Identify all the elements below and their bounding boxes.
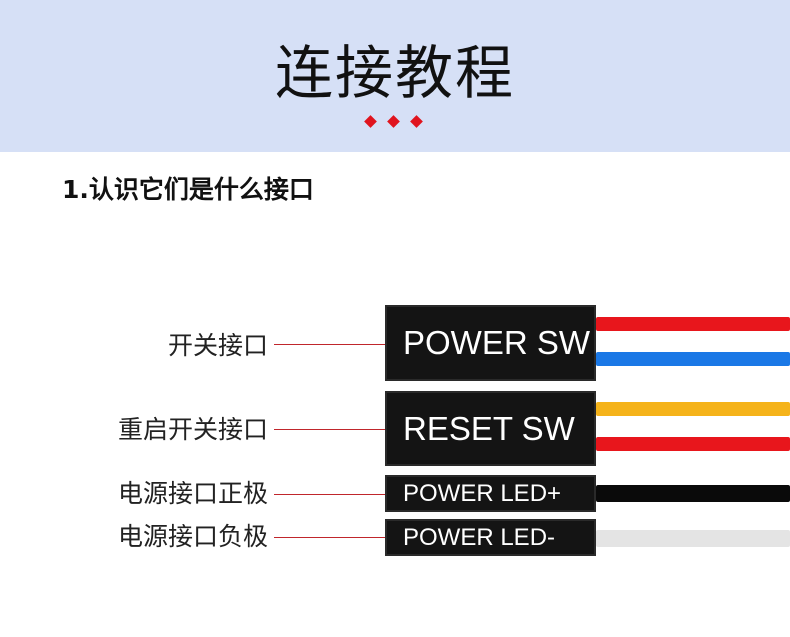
- connector-housing: POWER LED-: [385, 519, 596, 556]
- connector-text: POWER SW: [403, 324, 590, 361]
- diamond-icon: [410, 115, 423, 128]
- connector-text: POWER LED+: [403, 480, 562, 507]
- section-title: 1.认识它们是什么接口: [62, 175, 314, 204]
- leader-line: [274, 537, 392, 538]
- connector-text: POWER LED-: [403, 524, 556, 551]
- connector-label: 电源接口正极: [117, 479, 268, 508]
- wire: [596, 437, 790, 451]
- leader-line: [274, 494, 392, 495]
- wire: [596, 317, 790, 331]
- connector-label: 电源接口负极: [117, 522, 268, 551]
- wire: [596, 352, 790, 366]
- page-header: 连接教程: [0, 0, 790, 152]
- diamond-divider: [360, 115, 430, 131]
- leader-line: [274, 429, 392, 430]
- connector-label: 重启开关接口: [117, 415, 268, 444]
- connector-housing: POWER SW: [385, 305, 596, 381]
- diamond-icon: [364, 115, 377, 128]
- connector-label: 开关接口: [167, 331, 268, 360]
- connector-text: RESET SW: [403, 410, 575, 447]
- page-title: 连接教程: [274, 39, 515, 107]
- wire: [596, 485, 790, 502]
- leader-line: [274, 344, 392, 345]
- connector-housing: POWER LED+: [385, 475, 596, 512]
- diamond-icon: [387, 115, 400, 128]
- connector-housing: RESET SW: [385, 391, 596, 466]
- wire: [596, 402, 790, 416]
- wire: [596, 530, 790, 547]
